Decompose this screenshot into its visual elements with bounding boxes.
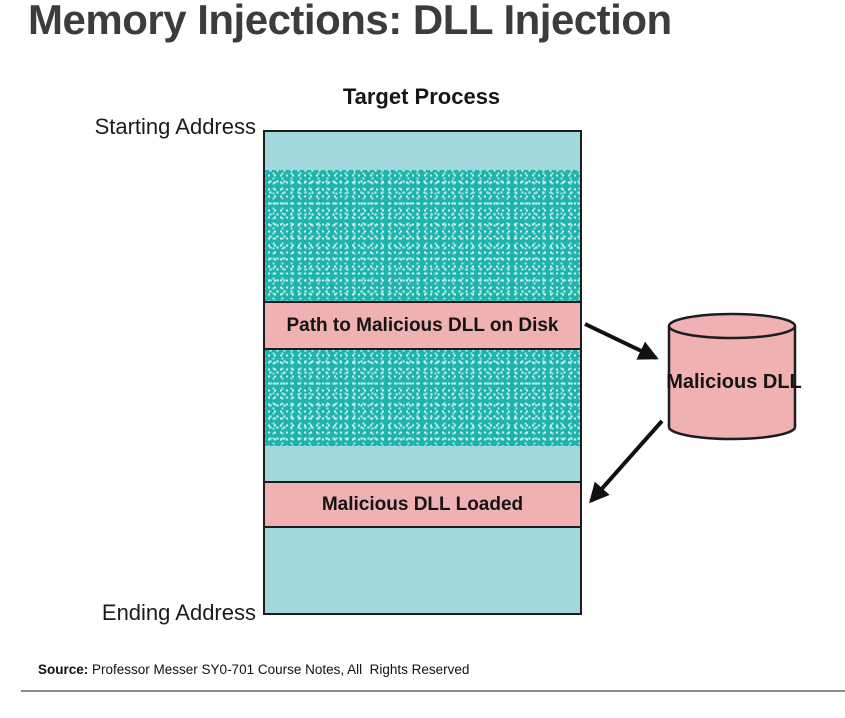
dll-loaded-band: Malicious DLL Loaded	[265, 481, 580, 528]
arrow-to-cylinder-icon	[584, 322, 659, 360]
memory-section-solid-bottom	[265, 528, 580, 613]
cylinder-top	[667, 312, 797, 340]
target-process-memory-box: Path to Malicious DLL on Disk Malicious …	[263, 130, 582, 615]
source-text: Professor Messer SY0-701 Course Notes, A…	[88, 662, 470, 677]
starting-address-label: Starting Address	[94, 114, 256, 139]
ending-address-label: Ending Address	[101, 600, 256, 625]
source-attribution: Source: Professor Messer SY0-701 Course …	[38, 662, 469, 677]
cylinder-label: Malicious DLL	[666, 371, 802, 393]
memory-section-speckled-upper	[265, 170, 580, 301]
arrow-to-loaded-band-icon	[589, 419, 664, 504]
target-process-title: Target Process	[342, 84, 501, 109]
source-label: Source:	[38, 662, 89, 677]
bottom-divider	[21, 690, 845, 692]
arrow-lines	[584, 322, 664, 504]
page-title: Memory Injections: DLL Injection	[28, 0, 672, 43]
malicious-dll-cylinder	[667, 312, 797, 441]
memory-section-solid-top	[265, 132, 580, 170]
cylinder-body	[667, 326, 797, 441]
memory-section-solid-middle	[265, 446, 580, 481]
path-to-dll-band: Path to Malicious DLL on Disk	[265, 301, 580, 350]
memory-section-speckled-lower	[265, 350, 580, 446]
